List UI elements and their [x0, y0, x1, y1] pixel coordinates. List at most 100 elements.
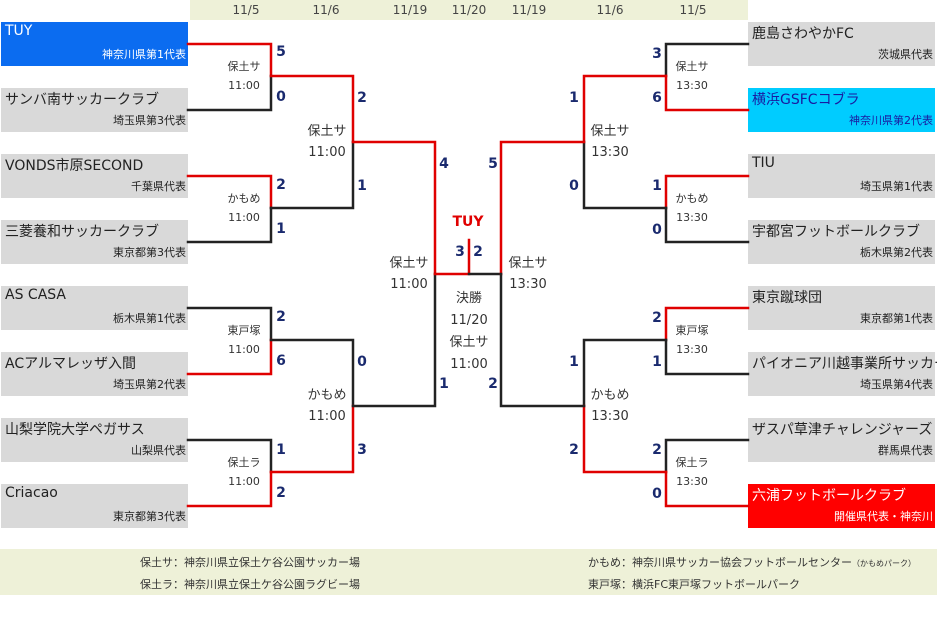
score: 3 — [652, 46, 662, 62]
team-name: VONDS市原SECOND — [5, 158, 144, 174]
team-name: 横浜GSFCコブラ — [752, 92, 860, 108]
team-name: ACアルマレッザ入間 — [5, 356, 136, 372]
team-region: 群馬県代表 — [878, 444, 933, 457]
legend-abbr: 東戸塚 — [588, 578, 621, 591]
team-right-8: 六浦フットボールクラブ 開催県代表・神奈川 — [748, 484, 935, 528]
legend-abbr: 保土サ — [140, 556, 173, 569]
team-region: 山梨県代表 — [131, 444, 186, 457]
bracket-line — [186, 42, 273, 78]
score: 1 — [276, 221, 286, 237]
final-score-left: 3 — [455, 244, 465, 260]
score: 6 — [652, 90, 662, 106]
team-right-6: パイオニア川越事業所サッカー部 埼玉県第4代表 — [748, 352, 937, 396]
team-name: TUY — [5, 23, 33, 39]
legend-abbr: 保土ラ — [140, 578, 173, 591]
match-time: 13:30 — [676, 343, 708, 356]
venue-name: かもめ — [675, 192, 709, 205]
bracket-line — [664, 306, 750, 342]
score: 0 — [357, 354, 367, 370]
team-region: 栃木県第1代表 — [113, 312, 186, 325]
team-right-1: 鹿島さわやかFC 茨城県代表 — [748, 22, 935, 66]
team-region: 東京都第1代表 — [860, 312, 933, 325]
legend-venue: 神奈川県サッカー協会フットボールセンター — [632, 556, 852, 569]
score: 0 — [276, 89, 286, 105]
bracket-line — [582, 338, 668, 408]
match-time: 13:30 — [591, 145, 629, 160]
match-time: 11:00 — [228, 211, 260, 224]
bracket-line — [186, 470, 273, 508]
score: 4 — [439, 156, 449, 172]
score: 5 — [276, 44, 286, 60]
bracket-line — [269, 74, 355, 144]
team-region: 埼玉県第1代表 — [860, 180, 933, 193]
score: 2 — [276, 485, 286, 501]
team-right-2: 横浜GSFCコブラ 神奈川県第2代表 — [748, 88, 935, 132]
bracket-line — [186, 338, 273, 376]
team-name: AS CASA — [5, 287, 66, 303]
final-title: 決勝 — [455, 291, 482, 306]
match-time: 13:30 — [676, 475, 708, 488]
date-qf-left: 11/6 — [312, 3, 340, 17]
team-name: TIU — [752, 155, 775, 171]
match-time: 13:30 — [509, 277, 547, 292]
team-region: 埼玉県第2代表 — [113, 378, 186, 391]
team-left-1: TUY 神奈川県第1代表 — [1, 22, 188, 66]
match-venue: かもめ 11:00 — [214, 189, 274, 227]
bracket-line — [186, 438, 273, 474]
score: 2 — [652, 310, 662, 326]
bracket-line — [186, 74, 273, 112]
date-header-bar: 11/5 11/6 11/19 11/20 11/19 11/6 11/5 — [190, 0, 748, 20]
team-name: パイオニア川越事業所サッカー部 — [752, 356, 937, 372]
venue-name: 保土ラ — [227, 456, 261, 469]
team-left-7: 山梨学院大学ペガサス 山梨県代表 — [1, 418, 188, 462]
score: 0 — [569, 178, 579, 194]
legend-venue: 神奈川県立保土ケ谷公園サッカー場 — [184, 556, 360, 569]
legend-separator: ： — [621, 556, 632, 569]
bracket-line — [186, 306, 273, 342]
score: 2 — [488, 376, 498, 392]
team-right-3: TIU 埼玉県第1代表 — [748, 154, 935, 198]
team-name: 東京蹴球団 — [752, 290, 822, 306]
bracket-line — [664, 206, 750, 244]
venue-name: かもめ — [227, 192, 261, 205]
bracket-line — [664, 338, 750, 376]
venue-name: 保土サ — [307, 124, 347, 139]
team-name: ザスパ草津チャレンジャーズ — [752, 422, 933, 438]
venue-name: 保土サ — [449, 335, 489, 350]
team-left-6: ACアルマレッザ入間 埼玉県第2代表 — [1, 352, 188, 396]
team-name: 三菱養和サッカークラブ — [5, 224, 159, 240]
venue-legend: 保土サ ： 神奈川県立保土ケ谷公園サッカー場 かもめ：神奈川県サッカー協会フットボー… — [0, 549, 937, 595]
match-time: 11:00 — [308, 409, 346, 424]
legend-abbr: かもめ — [588, 556, 621, 569]
venue-name: 東戸塚 — [227, 324, 261, 337]
team-region: 開催県代表・神奈川 — [834, 510, 933, 523]
score: 5 — [488, 156, 498, 172]
date-sf-right: 11/19 — [511, 3, 547, 17]
venue-name: 保土サ — [227, 60, 261, 73]
bracket-line — [351, 140, 437, 276]
score: 2 — [569, 442, 579, 458]
bracket-line — [664, 470, 750, 508]
bracket-line — [269, 140, 355, 210]
score: 1 — [276, 442, 286, 458]
bracket-line — [664, 42, 750, 78]
team-region: 東京都第3代表 — [113, 246, 186, 259]
score: 2 — [357, 90, 367, 106]
score: 2 — [276, 177, 286, 193]
bracket-line — [664, 438, 750, 474]
bracket-line — [582, 404, 668, 474]
legend-note: （かもめパーク） — [852, 559, 916, 568]
legend-item-hodora: 保土ラ：神奈川県立保土ケ谷公園ラグビー場 — [140, 576, 360, 592]
team-region: 東京都第3代表 — [113, 510, 186, 523]
team-name: 宇都宮フットボールクラブ — [752, 224, 920, 240]
legend-item-kamome: かもめ：神奈川県サッカー協会フットボールセンター（かもめパーク） — [588, 554, 916, 570]
